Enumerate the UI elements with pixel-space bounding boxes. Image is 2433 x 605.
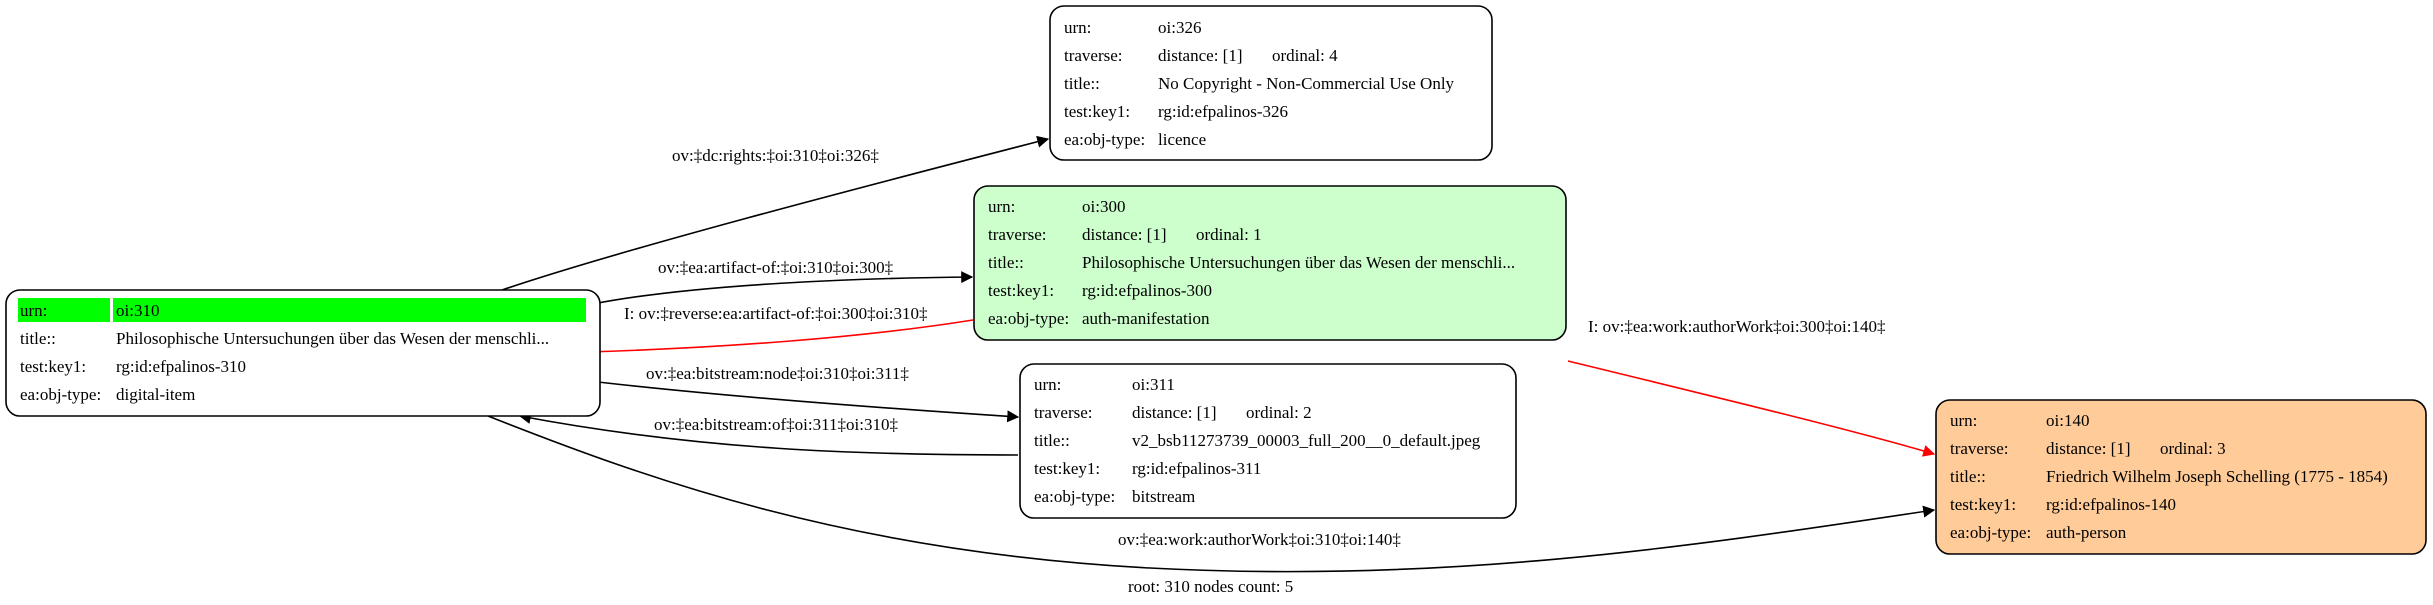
edge-311-310[interactable]: ov:‡ea:bitstream:of‡oi:311‡oi:310‡ (518, 412, 1019, 456)
node-field-value: rg:id:efpalinos-311 (1132, 459, 1261, 478)
node-oi-300[interactable]: urn: oi:300 traverse: distance: [1] ordi… (973, 185, 1567, 341)
node-field-value: distance: [1] (1132, 403, 1217, 422)
node-field-key: title:: (1950, 467, 1986, 486)
edge-line (487, 415, 1936, 573)
node-field-key: ea:obj-type: (20, 385, 101, 404)
node-field-value: rg:id:efpalinos-326 (1158, 102, 1288, 121)
edge-label: ov:‡ea:bitstream:of‡oi:311‡oi:310‡ (654, 415, 898, 434)
node-field-extra: ordinal: 4 (1272, 46, 1338, 65)
node-box (1935, 399, 2427, 555)
edge-line (584, 319, 974, 358)
edge-line (501, 135, 1050, 291)
node-field-value: oi:311 (1132, 375, 1175, 394)
node-oi-140[interactable]: urn: oi:140 traverse: distance: [1] ordi… (1935, 399, 2427, 555)
node-box (1049, 5, 1493, 161)
node-field-value: Philosophische Untersuchungen über das W… (116, 329, 549, 348)
node-field-key: ea:obj-type: (988, 309, 1069, 328)
node-field-key: title:: (1064, 74, 1100, 93)
node-field-key: title:: (20, 329, 56, 348)
edge-label: ov:‡ea:artifact-of:‡oi:310‡oi:300‡ (658, 258, 893, 277)
node-field-value: oi:140 (2046, 411, 2089, 430)
node-field-value: Friedrich Wilhelm Joseph Schelling (1775… (2046, 467, 2388, 486)
edge-line (597, 381, 1020, 423)
node-field-value: distance: [1] (1082, 225, 1167, 244)
node-field-key: test:key1: (1034, 459, 1100, 478)
edge-label: ov:‡ea:work:authorWork‡oi:310‡oi:140‡ (1118, 530, 1401, 549)
node-field-value: oi:310 (116, 301, 159, 320)
graph-summary: root: 310 nodes count: 5 (1128, 577, 1293, 596)
edge-310-311[interactable]: ov:‡ea:bitstream:node‡oi:310‡oi:311‡ (597, 364, 1020, 423)
node-field-extra: ordinal: 2 (1246, 403, 1312, 422)
node-field-key: urn: (1064, 18, 1091, 37)
node-field-key: ea:obj-type: (1064, 130, 1145, 149)
node-box (973, 185, 1567, 341)
node-oi-311[interactable]: urn: oi:311 traverse: distance: [1] ordi… (1019, 363, 1517, 519)
edge-line (1567, 360, 1936, 457)
node-field-value: No Copyright - Non-Commercial Use Only (1158, 74, 1455, 93)
edge-310-300[interactable]: ov:‡ea:artifact-of:‡oi:310‡oi:300‡ (597, 258, 974, 304)
node-field-key: urn: (1034, 375, 1061, 394)
edge-label: I: ov:‡ea:work:authorWork‡oi:300‡oi:140‡ (1588, 317, 1886, 336)
node-field-key: ea:obj-type: (1034, 487, 1115, 506)
node-field-value: licence (1158, 130, 1206, 149)
edge-310-326[interactable]: ov:‡dc:rights:‡oi:310‡oi:326‡ (501, 135, 1050, 291)
node-field-key: ea:obj-type: (1950, 523, 2031, 542)
node-field-value: oi:326 (1158, 18, 1201, 37)
node-field-key: title:: (988, 253, 1024, 272)
node-field-value: oi:300 (1082, 197, 1125, 216)
root-key-highlight (18, 298, 110, 322)
node-field-key: traverse: (988, 225, 1047, 244)
edge-label: I: ov:‡reverse:ea:artifact-of:‡oi:300‡oi… (624, 304, 928, 323)
node-field-key: urn: (1950, 411, 1977, 430)
edge-line (518, 412, 1019, 456)
node-field-value: Philosophische Untersuchungen über das W… (1082, 253, 1515, 272)
node-field-key: test:key1: (1064, 102, 1130, 121)
node-field-key: test:key1: (20, 357, 86, 376)
node-field-value: distance: [1] (1158, 46, 1243, 65)
node-field-key: test:key1: (988, 281, 1054, 300)
edge-310-140[interactable]: ov:‡ea:work:authorWork‡oi:310‡oi:140‡ (487, 415, 1936, 573)
node-field-key: traverse: (1034, 403, 1093, 422)
node-field-key: traverse: (1064, 46, 1123, 65)
node-field-value: auth-manifestation (1082, 309, 1210, 328)
edge-300-310-reverse[interactable]: I: ov:‡reverse:ea:artifact-of:‡oi:300‡oi… (584, 304, 974, 358)
node-field-key: urn: (988, 197, 1015, 216)
node-oi-310-root[interactable]: urn: oi:310 title:: Philosophische Unter… (5, 289, 601, 417)
node-field-key: traverse: (1950, 439, 2009, 458)
root-value-highlight (113, 298, 586, 322)
node-field-key: test:key1: (1950, 495, 2016, 514)
node-field-value: digital-item (116, 385, 195, 404)
node-field-extra: ordinal: 1 (1196, 225, 1262, 244)
node-field-key: title:: (1034, 431, 1070, 450)
node-field-key: urn: (20, 301, 47, 320)
node-field-value: rg:id:efpalinos-140 (2046, 495, 2176, 514)
node-field-value: auth-person (2046, 523, 2127, 542)
node-field-value: rg:id:efpalinos-300 (1082, 281, 1212, 300)
edge-line (597, 271, 974, 304)
edge-300-140[interactable]: I: ov:‡ea:work:authorWork‡oi:300‡oi:140‡ (1567, 317, 1936, 457)
edge-label: ov:‡dc:rights:‡oi:310‡oi:326‡ (672, 146, 879, 165)
edge-label: ov:‡ea:bitstream:node‡oi:310‡oi:311‡ (646, 364, 909, 383)
node-box (1019, 363, 1517, 519)
node-oi-326[interactable]: urn: oi:326 traverse: distance: [1] ordi… (1049, 5, 1493, 161)
node-field-value: bitstream (1132, 487, 1195, 506)
node-field-value: rg:id:efpalinos-310 (116, 357, 246, 376)
node-field-extra: ordinal: 3 (2160, 439, 2226, 458)
node-field-value: distance: [1] (2046, 439, 2131, 458)
node-field-value: v2_bsb11273739_00003_full_200__0_default… (1132, 431, 1481, 450)
edges-layer: ov:‡dc:rights:‡oi:310‡oi:326‡ ov:‡ea:art… (487, 135, 1936, 573)
